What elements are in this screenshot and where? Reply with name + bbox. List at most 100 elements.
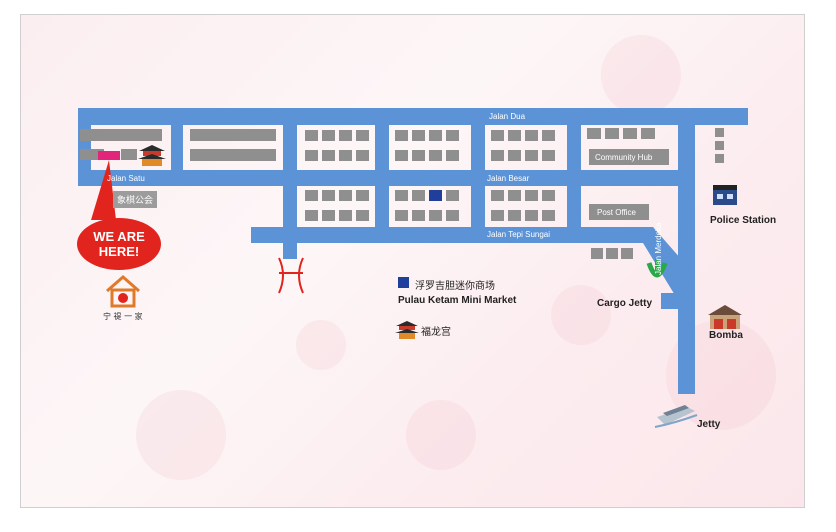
road-label-jalan-tepi-sungai: Jalan Tepi Sungai [487,230,551,239]
block [305,210,318,221]
block [491,190,504,201]
road-cross-4 [471,108,485,243]
block [542,210,555,221]
block [322,150,335,161]
temple-label: 福龙宫 [421,327,451,338]
block [395,190,408,201]
block [525,210,538,221]
we-are-here-bubble [77,218,161,270]
map-card: Jalan Dua Jalan Satu Jalan Besar Jalan T… [20,14,805,508]
road-cross-5 [567,108,581,243]
block [322,130,335,141]
road-cross-2 [283,108,297,243]
road-jetty-spur [661,293,681,309]
block [339,130,352,141]
block [356,210,369,221]
block [190,129,276,141]
bridge-icon [278,257,304,294]
logo-title: 宁 禔 一 家 [103,312,143,321]
road-bridge-stub [283,243,297,259]
temple-icon [138,145,166,166]
mini-market-en-label: Pulau Ketam Mini Market [398,295,517,306]
current-location-block [98,151,120,160]
block [356,190,369,201]
block [508,190,521,201]
building-blocks [80,128,724,259]
map-canvas [77,35,776,480]
road-label-jalan-satu: Jalan Satu [107,174,145,183]
block [525,150,538,161]
road-jalan-tepi-sungai [251,227,651,243]
block [715,154,724,163]
block [80,149,104,160]
block [339,150,352,161]
jetty-label: Jetty [697,419,721,430]
bomba-label: Bomba [709,330,743,341]
marker-pointer [91,160,116,220]
block [446,190,459,201]
block [429,150,442,161]
road-label-jalan-besar: Jalan Besar [487,174,530,183]
police-station-icon [713,185,737,205]
block [542,130,555,141]
block [525,190,538,201]
road-label-jalan-dua: Jalan Dua [489,112,526,121]
block [305,130,318,141]
community-hub-box [589,149,669,165]
block [491,130,504,141]
block [356,130,369,141]
block [305,150,318,161]
mini-market-zh-label: 浮罗吉胆迷你商场 [415,281,495,292]
temple-legend-icon [395,321,419,339]
block [623,128,637,139]
block [508,130,521,141]
block [121,149,137,160]
block [491,150,504,161]
block [412,210,425,221]
anchor-icon [646,259,668,278]
house-heart-logo-icon [106,275,140,308]
block [542,150,555,161]
block [508,210,521,221]
post-office-box [589,204,649,220]
block [429,210,442,221]
block [190,149,276,161]
block [412,150,425,161]
clan-hall-tag: 象棋公会 [113,191,158,208]
block [491,210,504,221]
block [412,190,425,201]
block [641,128,655,139]
block [305,190,318,201]
block [542,190,555,201]
block [322,210,335,221]
block [591,248,603,259]
fire-station-icon [708,305,742,329]
block [412,130,425,141]
road-network [78,108,748,394]
block [80,129,162,141]
block [715,141,724,150]
block [606,248,618,259]
post-office-label: Post Office [597,208,636,217]
block [446,210,459,221]
road-label-jalan-merdeka: Jalan Merdeka [654,222,663,275]
block [339,210,352,221]
we-are-here-text: WE ARE HERE! [93,229,145,259]
block [356,150,369,161]
block [322,190,335,201]
block [525,130,538,141]
block [621,248,633,259]
block [339,190,352,201]
road-cross-1 [171,108,183,186]
community-hub-label: Community Hub [595,153,653,162]
block [395,130,408,141]
block [715,128,724,137]
ferry-icon [654,405,698,428]
road-west-end [78,108,91,186]
road-cross-3 [375,108,389,243]
mini-market-block [429,190,442,201]
block [446,130,459,141]
police-station-label: Police Station [710,215,777,226]
block [587,128,601,139]
road-jalan-merdeka [678,108,695,394]
